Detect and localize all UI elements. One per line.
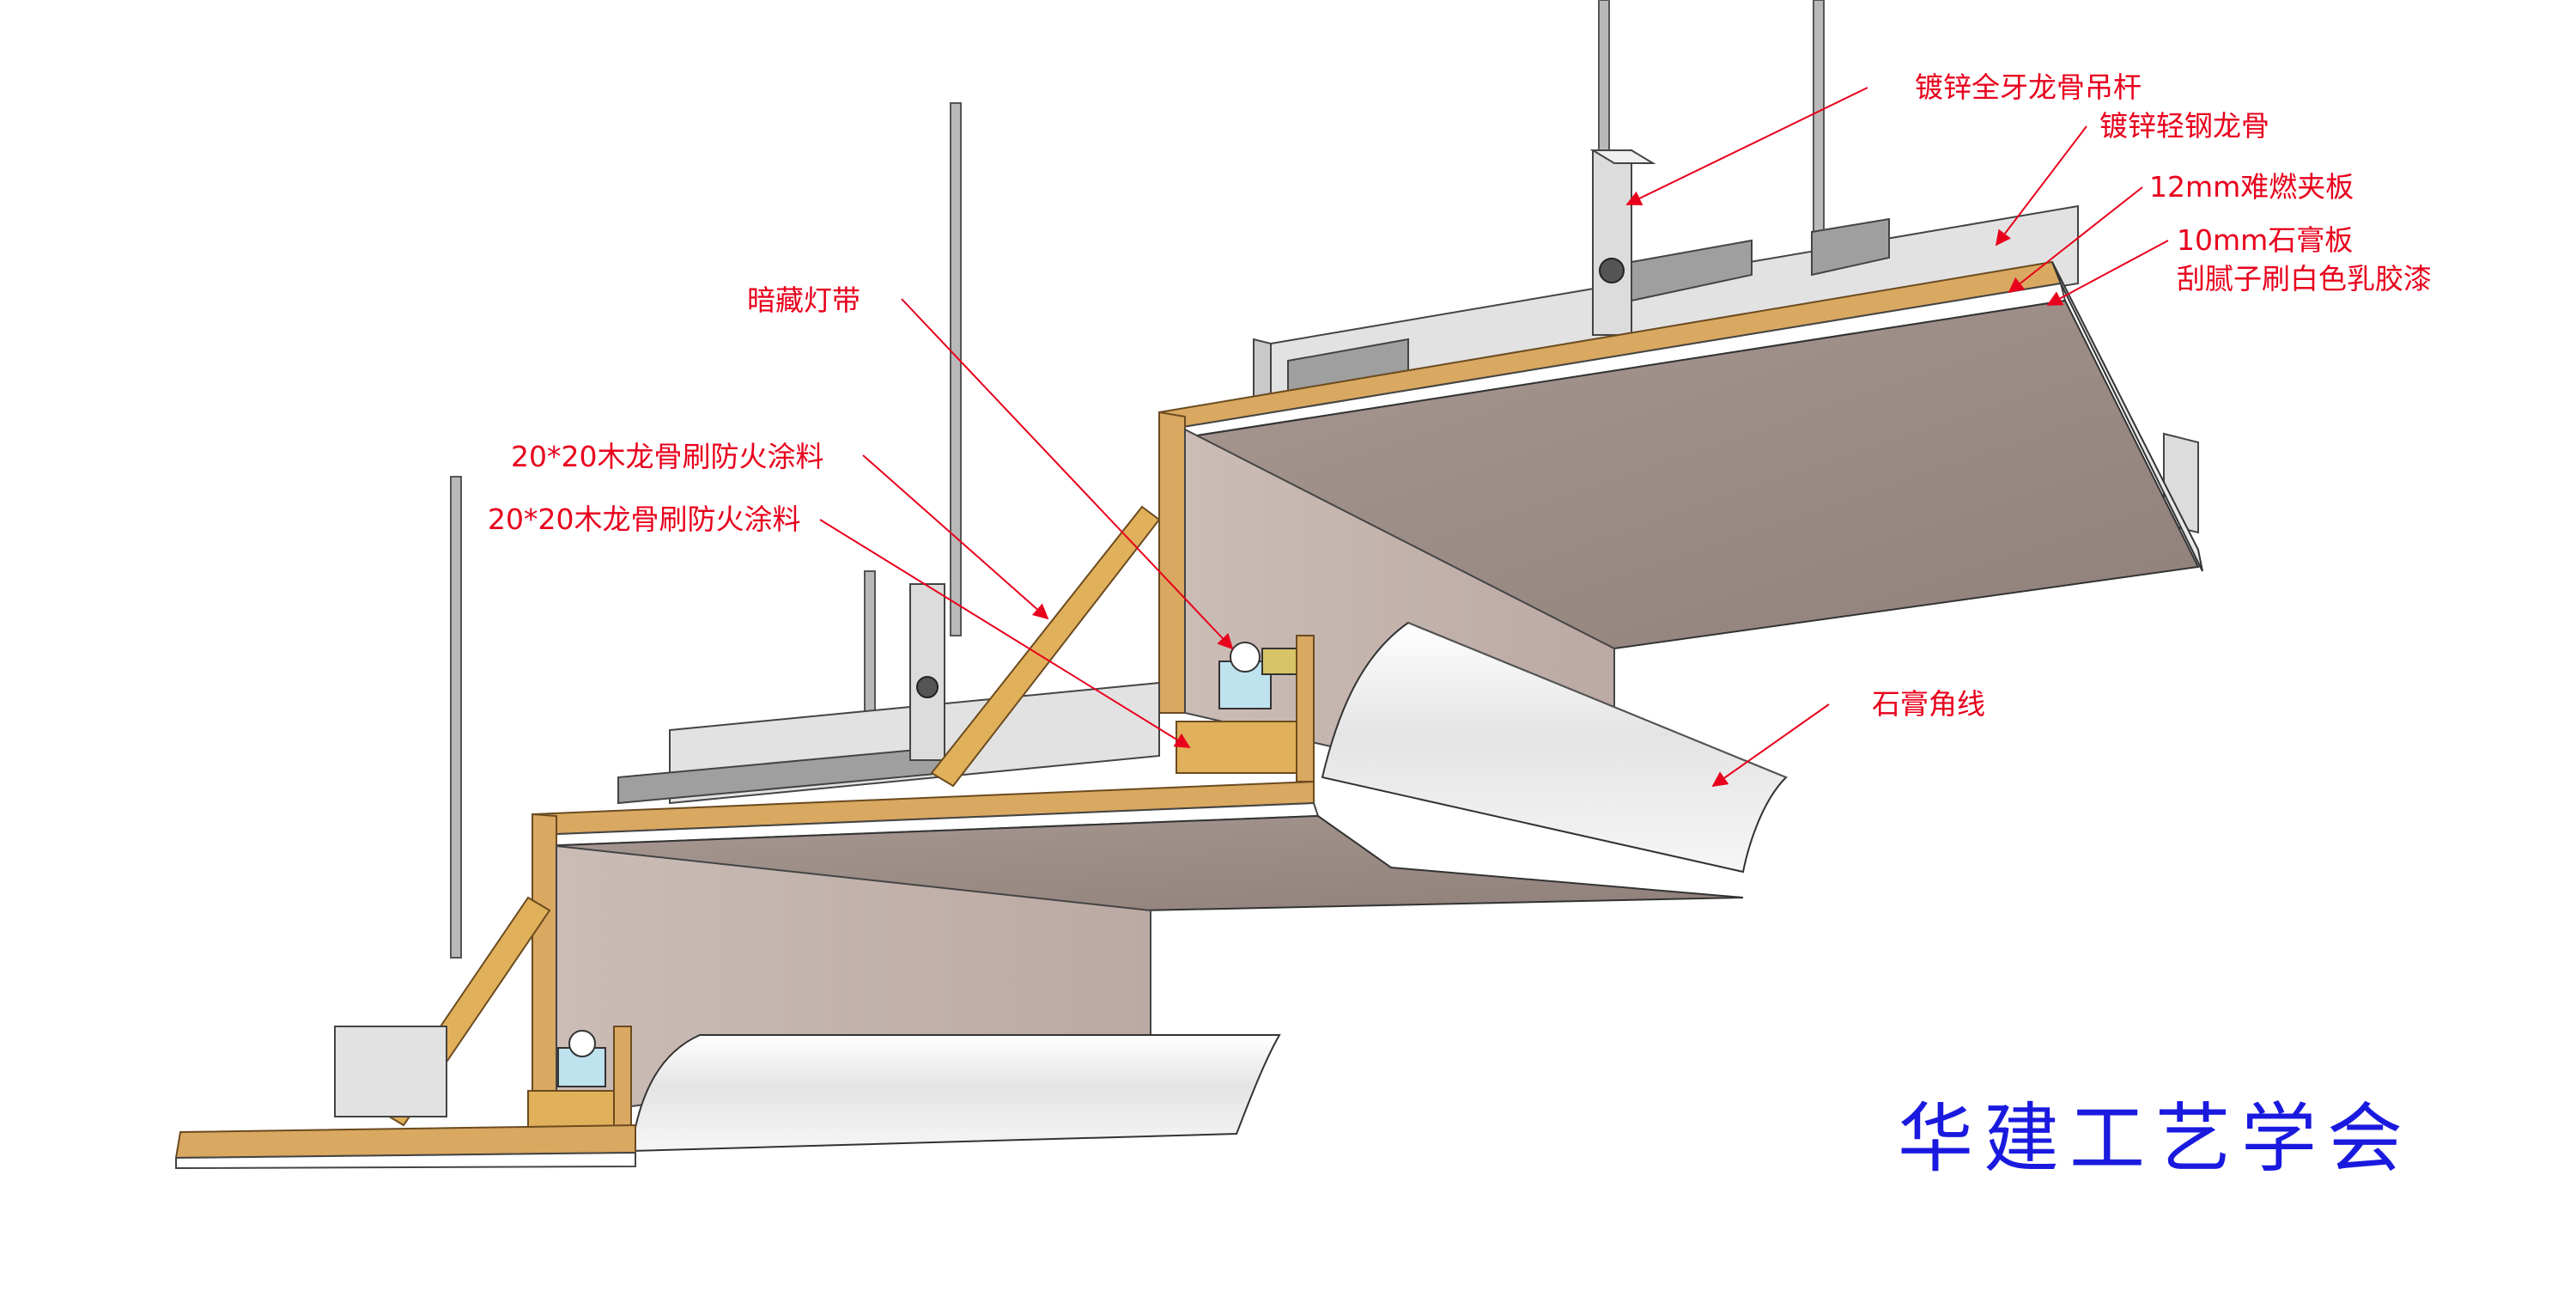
upper-led-strip bbox=[1176, 635, 1315, 782]
upper-ceiling-board bbox=[1157, 260, 2203, 650]
label-gypsum-board: 10mm石膏板 bbox=[2177, 223, 2354, 257]
leader-lines bbox=[819, 87, 2169, 788]
label-cornice: 石膏角线 bbox=[1872, 687, 1985, 721]
label-led-strip: 暗藏灯带 bbox=[747, 283, 860, 317]
label-hanger-rod: 镀锌全牙龙骨吊杆 bbox=[1915, 70, 2142, 104]
upper-cornice bbox=[1321, 621, 1788, 874]
label-finish: 刮腻子刷白色乳胶漆 bbox=[2177, 262, 2432, 295]
brand-watermark: 华建工艺学会 bbox=[1898, 1094, 2414, 1183]
lower-ceiling-board bbox=[174, 1026, 636, 1170]
lower-cornice bbox=[629, 1034, 1281, 1153]
middle-steel-keel bbox=[617, 583, 1160, 805]
label-wood-keel-1: 20*20木龙骨刷防火涂料 bbox=[511, 440, 824, 473]
upper-hanger-bracket bbox=[1589, 149, 1656, 336]
label-wood-keel-2: 20*20木龙骨刷防火涂料 bbox=[488, 502, 801, 536]
label-steel-keel: 镀锌轻钢龙骨 bbox=[2099, 109, 2269, 143]
label-plywood: 12mm难燃夹板 bbox=[2149, 170, 2354, 204]
